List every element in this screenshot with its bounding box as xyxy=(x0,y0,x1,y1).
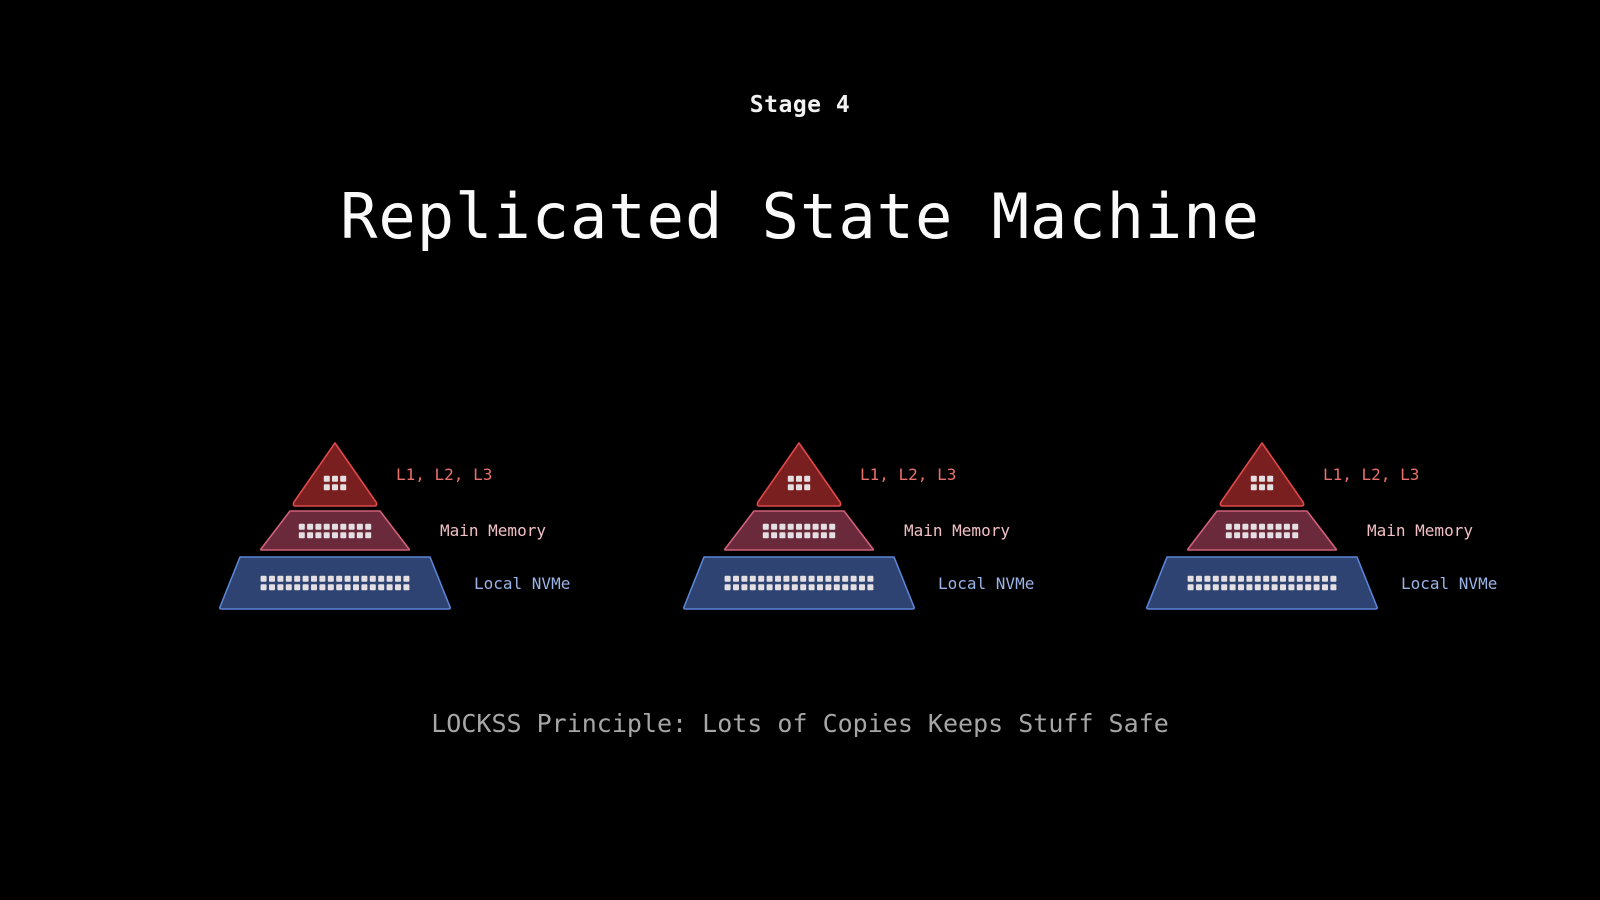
tier-label-main-memory: Main Memory xyxy=(1367,521,1473,540)
page-title: Replicated State Machine xyxy=(340,180,1260,253)
stage-label: Stage 4 xyxy=(749,92,851,118)
tier-label-cache: L1, L2, L3 xyxy=(1323,465,1420,484)
replica-pyramid-3: L1, L2, L3 Main Memory Local NVMe xyxy=(1142,436,1600,616)
tier-label-main-memory: Main Memory xyxy=(440,521,546,540)
tier-label-cache: L1, L2, L3 xyxy=(396,465,493,484)
lockss-caption: LOCKSS Principle: Lots of Copies Keeps S… xyxy=(431,709,1169,738)
memory-hierarchy-icon xyxy=(218,442,452,610)
tier-label-nvme: Local NVMe xyxy=(938,574,1035,593)
tier-label-nvme: Local NVMe xyxy=(1401,574,1498,593)
memory-hierarchy-icon xyxy=(682,442,916,610)
replica-pyramid-2: L1, L2, L3 Main Memory Local NVMe xyxy=(679,436,1139,616)
tier-label-nvme: Local NVMe xyxy=(474,574,571,593)
tier-label-main-memory: Main Memory xyxy=(904,521,1010,540)
memory-hierarchy-icon xyxy=(1145,442,1379,610)
replica-pyramid-1: L1, L2, L3 Main Memory Local NVMe xyxy=(215,436,675,616)
tier-label-cache: L1, L2, L3 xyxy=(860,465,957,484)
